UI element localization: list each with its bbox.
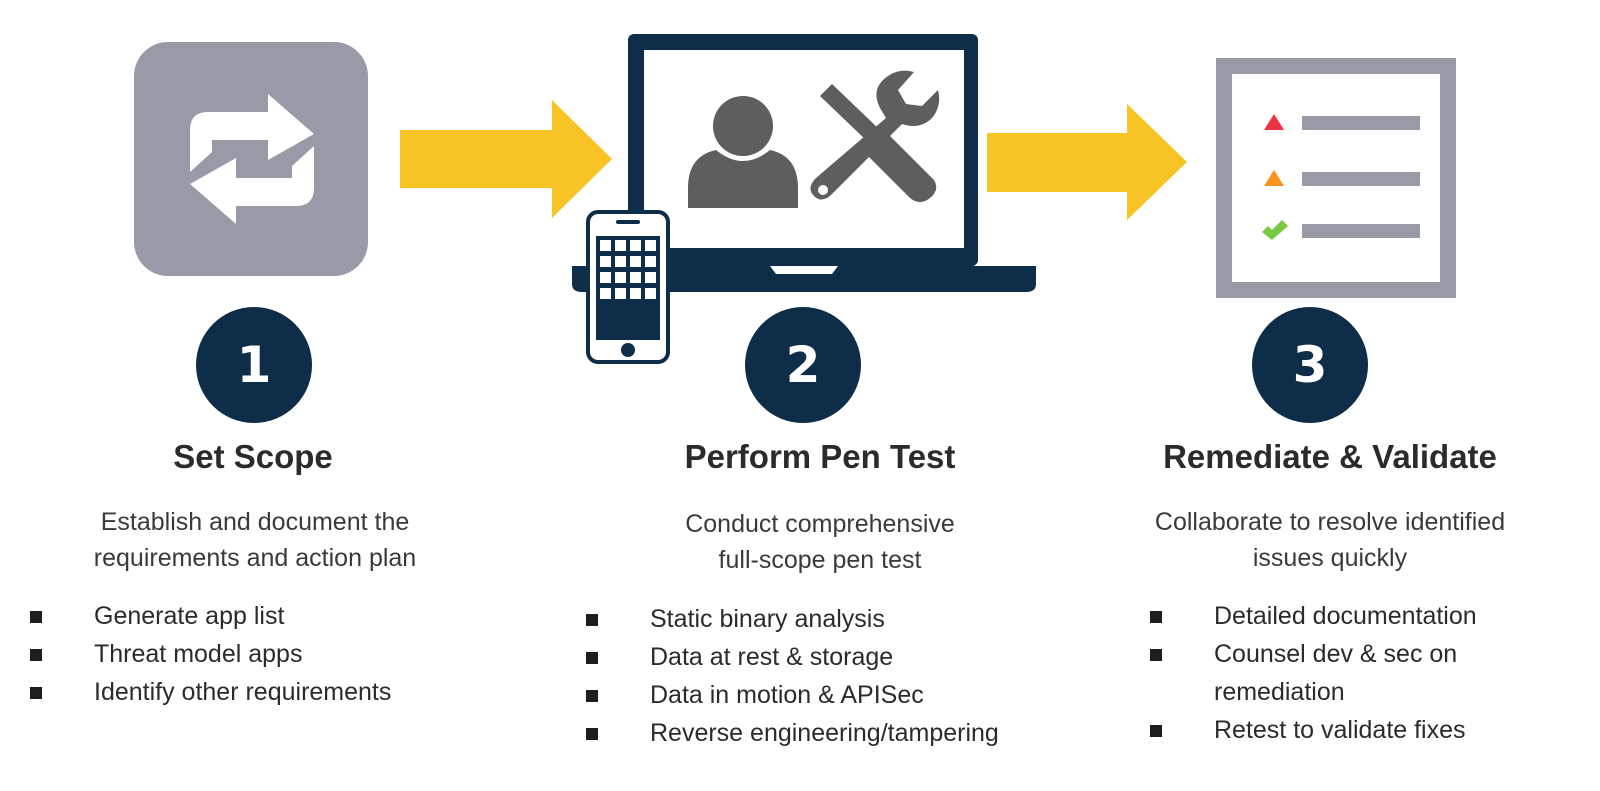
square-bullet-icon xyxy=(586,652,598,664)
laptop-user-tools-phone-icon xyxy=(570,30,1040,365)
list-item-text: Threat model apps xyxy=(94,640,303,668)
description-line: full-scope pen test xyxy=(718,546,922,574)
list-item-text: Static binary analysis xyxy=(650,605,885,633)
square-bullet-icon xyxy=(586,690,598,702)
checklist-report-icon xyxy=(1216,58,1456,300)
list-item-text: Counsel dev & sec on xyxy=(1214,640,1458,668)
list-item-text: Data in motion & APISec xyxy=(650,681,924,709)
repeat-cycle-icon xyxy=(134,42,368,276)
list-item: Detailed documentation xyxy=(1150,597,1477,635)
step-2-title: Perform Pen Test xyxy=(684,438,956,475)
list-item: Reverse engineering/tampering xyxy=(586,714,999,752)
step-1-bullet-list: Generate app list Threat model apps Iden… xyxy=(30,597,391,711)
step-3-bullet-list: Detailed documentation Counsel dev & sec… xyxy=(1150,597,1477,749)
square-bullet-icon xyxy=(1150,649,1162,661)
red-warning-icon xyxy=(1264,114,1284,130)
step-2-number-badge: 2 xyxy=(745,307,861,423)
description-line: Conduct comprehensive xyxy=(685,510,955,538)
square-bullet-icon xyxy=(30,687,42,699)
step-3-number-badge: 3 xyxy=(1252,307,1368,423)
description-line: requirements and action plan xyxy=(93,544,417,572)
list-item: Retest to validate fixes xyxy=(1150,711,1477,749)
square-bullet-icon xyxy=(30,611,42,623)
list-item: Counsel dev & sec on xyxy=(1150,635,1477,673)
step-1-description: Establish and document the requirements … xyxy=(40,504,470,576)
arrow-right-icon xyxy=(987,104,1187,220)
square-bullet-icon xyxy=(586,728,598,740)
list-item: Data in motion & APISec xyxy=(586,676,999,714)
square-bullet-icon xyxy=(1150,725,1162,737)
list-item-text: Identify other requirements xyxy=(94,678,392,706)
square-bullet-icon xyxy=(586,614,598,626)
step-3-title: Remediate & Validate xyxy=(1163,438,1497,475)
step-1-number-badge: 1 xyxy=(196,307,312,423)
square-bullet-icon xyxy=(1150,611,1162,623)
list-item: Static binary analysis xyxy=(586,600,999,638)
list-item-text: Data at rest & storage xyxy=(650,643,894,671)
list-item: Data at rest & storage xyxy=(586,638,999,676)
list-item-continuation: remediation xyxy=(1150,673,1477,711)
list-item-text: Detailed documentation xyxy=(1214,602,1477,630)
step-2-description: Conduct comprehensive full-scope pen tes… xyxy=(610,506,1030,578)
list-item-text: remediation xyxy=(1214,678,1345,706)
list-item-text: Generate app list xyxy=(94,602,285,630)
list-item-text: Retest to validate fixes xyxy=(1214,716,1466,744)
description-line: Establish and document the xyxy=(100,508,410,536)
description-line: Collaborate to resolve identified xyxy=(1154,508,1506,536)
arrow-right-icon xyxy=(400,100,612,218)
list-item: Threat model apps xyxy=(30,635,391,673)
orange-warning-icon xyxy=(1264,170,1284,186)
description-line: issues quickly xyxy=(1252,544,1408,572)
step-1-title: Set Scope xyxy=(173,438,333,475)
step-2-bullet-list: Static binary analysis Data at rest & st… xyxy=(586,600,999,752)
list-item-text: Reverse engineering/tampering xyxy=(650,719,999,747)
list-item: Generate app list xyxy=(30,597,391,635)
square-bullet-icon xyxy=(30,649,42,661)
step-3-description: Collaborate to resolve identified issues… xyxy=(1120,504,1540,576)
list-item: Identify other requirements xyxy=(30,673,391,711)
green-check-icon xyxy=(1262,220,1288,240)
